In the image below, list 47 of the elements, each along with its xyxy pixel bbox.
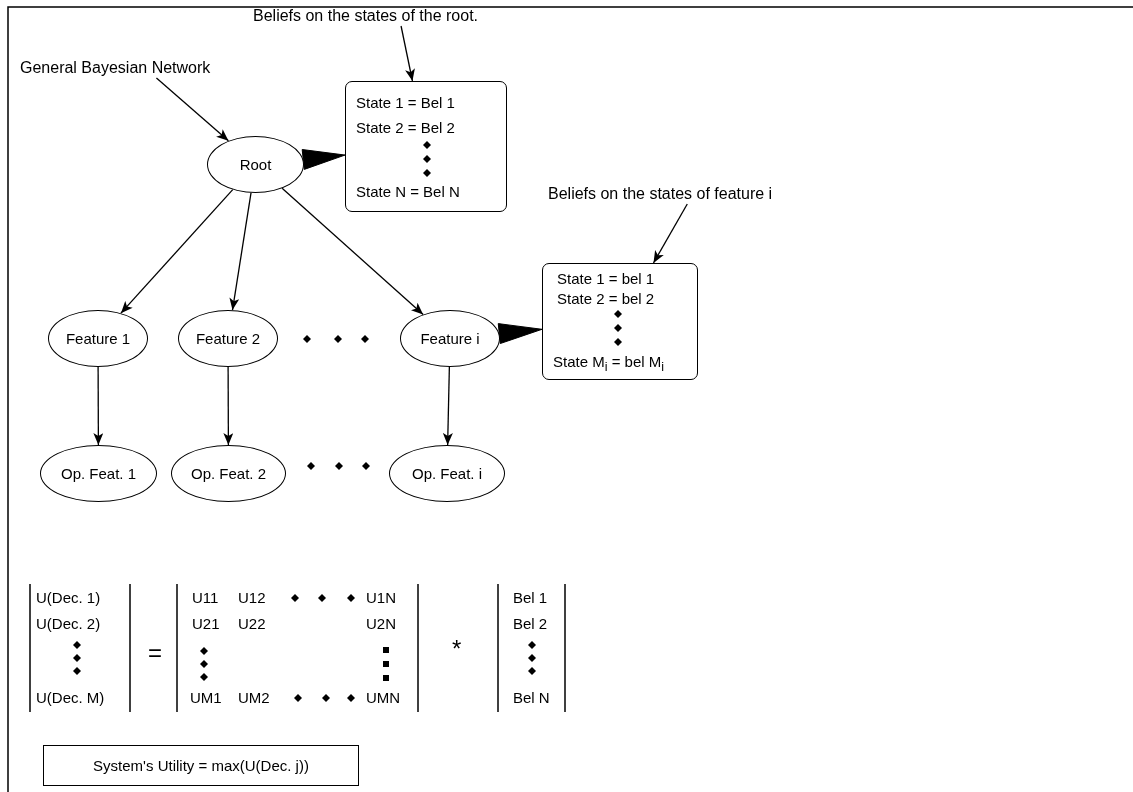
belief-entry: State 1 = bel 1 xyxy=(557,270,655,288)
matrix-entry: Bel 1 xyxy=(513,589,548,607)
arrow xyxy=(223,366,234,446)
equals-sign: = xyxy=(148,640,162,666)
arrow xyxy=(229,192,252,311)
arrow xyxy=(281,187,424,316)
matrix-entry: U1N xyxy=(366,589,396,607)
utility-box: System's Utility = max(U(Dec. j)) xyxy=(43,745,359,786)
feature-node: Feature 2 xyxy=(178,310,278,367)
matrix-entry: U22 xyxy=(238,615,266,633)
matrix-entry: U21 xyxy=(192,615,220,633)
observed-feature-node: Op. Feat. 2 xyxy=(171,445,286,502)
leader-arrow xyxy=(400,25,415,82)
matrix-entry: Bel N xyxy=(513,689,550,707)
matrix-entry: U2N xyxy=(366,615,396,633)
feature-node: Feature 1 xyxy=(48,310,148,367)
matrix-entry: Bel 2 xyxy=(513,615,548,633)
multiply-sign: * xyxy=(452,636,462,662)
arrow xyxy=(93,366,104,446)
belief-entry: State 2 = bel 2 xyxy=(557,290,655,308)
arrow xyxy=(120,189,234,314)
matrix-entry: U11 xyxy=(192,589,219,607)
arrow xyxy=(442,366,453,446)
matrix-entry: U(Dec. 1) xyxy=(36,589,101,607)
root-node: Root xyxy=(207,136,304,193)
belief-entry: State 2 = Bel 2 xyxy=(356,119,455,137)
callout-pointer xyxy=(497,323,543,345)
leader-arrow xyxy=(155,77,230,142)
annotation-text: General Bayesian Network xyxy=(20,58,270,78)
callout-pointer xyxy=(301,149,346,170)
matrix-entry: UMN xyxy=(366,689,401,707)
matrix-entry: UM1 xyxy=(190,689,222,707)
belief-entry: State N = Bel N xyxy=(356,183,460,201)
belief-box xyxy=(345,81,507,212)
annotation-text: Beliefs on the states of the root. xyxy=(253,6,545,26)
annotation-text: Beliefs on the states of feature i xyxy=(548,184,838,204)
matrix-entry: U12 xyxy=(238,589,266,607)
belief-entry: State 1 = Bel 1 xyxy=(356,94,455,112)
matrix-entry: UM2 xyxy=(238,689,270,707)
belief-entry: State M$_{i}$ = bel M$_{i}$ xyxy=(553,353,665,376)
leader-arrow xyxy=(652,203,688,264)
observed-feature-node: Op. Feat. 1 xyxy=(40,445,157,502)
observed-feature-node: Op. Feat. i xyxy=(389,445,505,502)
belief-box xyxy=(542,263,698,380)
matrix-entry: U(Dec. 2) xyxy=(36,615,101,633)
matrix-entry: U(Dec. M) xyxy=(36,689,105,707)
feature-node: Feature i xyxy=(400,310,500,367)
